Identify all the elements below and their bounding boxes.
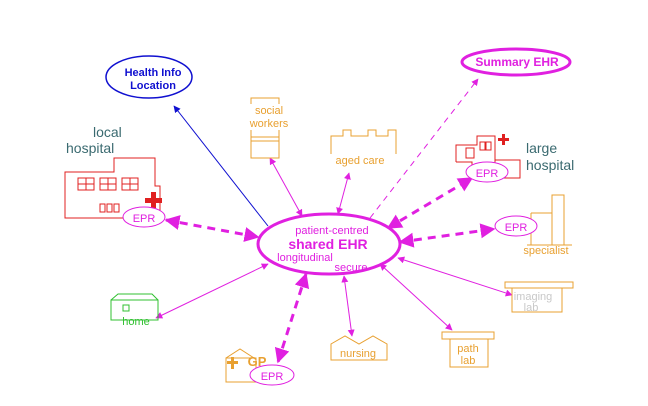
aged-care-node[interactable]: aged care	[330, 129, 397, 167]
health-info-location-node[interactable]: Health Info Location	[105, 55, 193, 99]
home-node[interactable]: home	[110, 293, 159, 328]
red-cross-icon	[145, 192, 162, 208]
connector-aged-care	[336, 172, 351, 215]
specialist-node[interactable]: EPR specialist	[494, 194, 572, 257]
large-hospital-node[interactable]: large hospital EPR	[455, 134, 574, 183]
local-hospital-epr-label: EPR	[133, 213, 156, 225]
local-hospital-node[interactable]: local hospital EPR	[64, 124, 166, 228]
connector-nursing	[341, 275, 355, 337]
gp-label: GP	[248, 354, 267, 369]
specialist-building-icon	[527, 194, 572, 246]
gp-epr-label: EPR	[261, 371, 284, 383]
gp-node[interactable]: GP EPR	[225, 348, 295, 386]
center-title: shared EHR	[288, 236, 367, 252]
local-hospital-line2: hospital	[66, 140, 114, 156]
social-workers-label-bg	[247, 104, 291, 130]
health-info-line1: Health Info	[125, 67, 182, 79]
large-hospital-epr-ellipse	[465, 161, 509, 183]
local-hospital-line1: local	[93, 124, 122, 140]
path-lab-line1: path	[457, 343, 478, 355]
nursing-node[interactable]: nursing	[330, 335, 388, 361]
local-hospital-epr-ellipse	[122, 206, 166, 228]
shared-ehr-ellipse	[256, 212, 402, 276]
connector-summary-ehr	[369, 78, 479, 219]
gp-epr-ellipse	[249, 364, 295, 386]
large-hospital-line1: large	[526, 140, 557, 156]
center-line-patient-centred: patient-centred	[295, 225, 368, 237]
connector-home	[155, 263, 269, 319]
specialist-label: specialist	[523, 245, 568, 257]
aged-care-label: aged care	[336, 155, 385, 167]
summary-ehr-label: Summary EHR	[475, 55, 559, 69]
home-house-icon	[110, 293, 159, 321]
nursing-building-icon	[330, 335, 388, 361]
social-workers-line1: social	[255, 105, 283, 117]
large-hospital-epr-label: EPR	[476, 168, 499, 180]
social-workers-line2: workers	[249, 118, 289, 130]
connector-health-info	[173, 105, 269, 227]
aged-care-building-icon	[330, 129, 397, 154]
summary-ehr-ellipse	[460, 47, 572, 77]
home-label: home	[122, 316, 150, 328]
path-lab-line2: lab	[461, 355, 476, 367]
connectors	[155, 78, 513, 364]
connector-social-workers	[269, 157, 303, 217]
center-line-longitudinal: longitudinal	[277, 252, 333, 264]
specialist-epr-ellipse	[494, 215, 538, 237]
connector-local-hospital	[164, 215, 260, 242]
shared-ehr-node[interactable]: patient-centred shared EHR longitudinal …	[256, 212, 402, 276]
path-lab-building-icon	[441, 331, 495, 368]
orange-cross-icon	[227, 357, 238, 369]
local-hospital-building-icon	[64, 157, 161, 219]
health-info-line2: Location	[130, 80, 176, 92]
large-hospital-line2: hospital	[526, 157, 574, 173]
connector-path-lab	[379, 263, 453, 331]
connector-imaging-lab	[397, 256, 513, 297]
imaging-lab-line2: lab	[524, 302, 539, 314]
imaging-lab-line1: imaging	[514, 291, 553, 303]
imaging-lab-building-icon	[504, 281, 574, 313]
nursing-label: nursing	[340, 348, 376, 360]
center-line-secure: secure	[334, 262, 367, 274]
red-cross-icon	[498, 134, 509, 145]
path-lab-node[interactable]: path lab	[441, 331, 495, 368]
connector-specialist	[398, 223, 496, 248]
social-workers-node[interactable]: social workers	[247, 97, 291, 159]
specialist-epr-label: EPR	[505, 222, 528, 234]
imaging-lab-node[interactable]: imaging lab	[504, 281, 574, 314]
connector-gp	[274, 272, 310, 364]
health-info-ellipse	[105, 55, 193, 99]
connector-large-hospital	[386, 176, 474, 230]
summary-ehr-node[interactable]: Summary EHR	[460, 47, 572, 77]
